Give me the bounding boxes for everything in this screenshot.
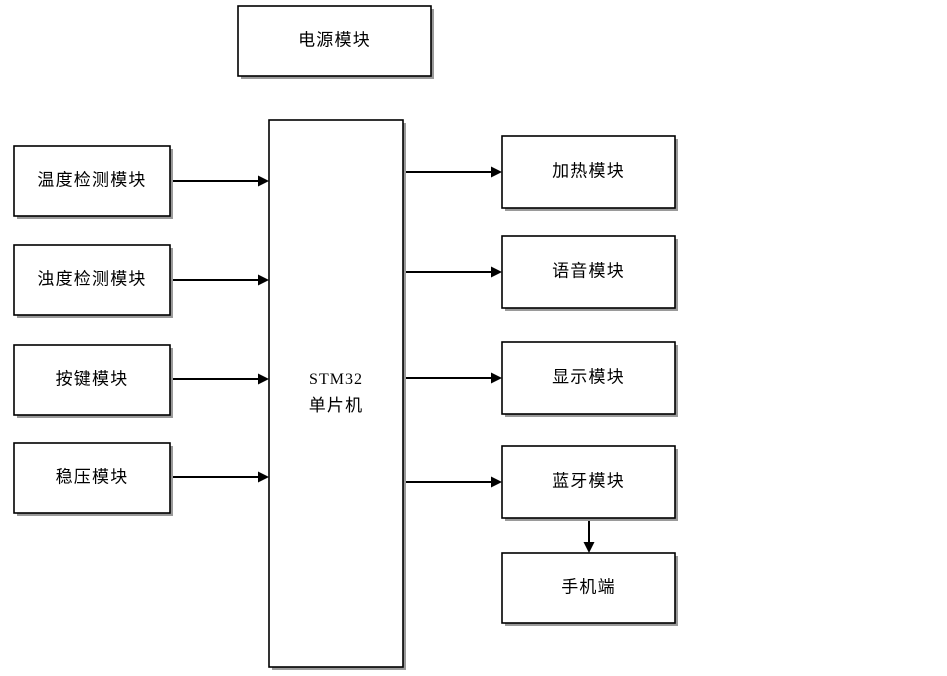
connector-mcu-to-bluetooth bbox=[403, 476, 502, 488]
arrow-head-icon bbox=[491, 372, 502, 384]
arrow-head-icon bbox=[491, 166, 502, 178]
block-voice-module[interactable]: 语音模块 bbox=[501, 235, 678, 311]
block-heating-module[interactable]: 加热模块 bbox=[501, 135, 678, 211]
block-outline[interactable] bbox=[13, 442, 171, 514]
arrow-head-icon bbox=[258, 373, 269, 385]
block-label: 单片机 bbox=[309, 396, 364, 415]
arrow-head-icon bbox=[583, 542, 595, 553]
connector-mcu-to-heating bbox=[403, 166, 502, 178]
block-label: 电源模块 bbox=[298, 30, 371, 49]
block-outline[interactable] bbox=[501, 445, 676, 519]
block-label: 稳压模块 bbox=[56, 467, 129, 486]
block-outline[interactable] bbox=[237, 5, 432, 77]
block-voltage-regulator-module[interactable]: 稳压模块 bbox=[13, 442, 173, 516]
block-label: 温度检测模块 bbox=[37, 170, 146, 189]
block-mobile-phone-terminal[interactable]: 手机端 bbox=[501, 552, 678, 626]
connections-layer bbox=[170, 166, 595, 553]
block-stm32-mcu[interactable]: STM32 单片机 bbox=[268, 119, 406, 670]
block-label: STM32 bbox=[309, 371, 363, 388]
connector-turbidity-to-mcu bbox=[170, 274, 269, 286]
arrow-head-icon bbox=[491, 266, 502, 278]
block-outline[interactable] bbox=[501, 135, 676, 209]
block-turbidity-detection-module[interactable]: 浊度检测模块 bbox=[13, 244, 173, 318]
block-label: 蓝牙模块 bbox=[552, 471, 625, 490]
block-display-module[interactable]: 显示模块 bbox=[501, 341, 678, 417]
block-label: 手机端 bbox=[561, 577, 616, 596]
block-label: 语音模块 bbox=[552, 261, 625, 280]
block-label: 加热模块 bbox=[552, 161, 625, 180]
connector-bluetooth-to-phone bbox=[583, 518, 595, 553]
block-key-module[interactable]: 按键模块 bbox=[13, 344, 173, 418]
block-label: 浊度检测模块 bbox=[37, 269, 146, 288]
block-outline[interactable] bbox=[501, 235, 676, 309]
connector-regulator-to-mcu bbox=[170, 471, 269, 483]
block-outline[interactable] bbox=[13, 145, 171, 217]
arrow-head-icon bbox=[258, 471, 269, 483]
arrow-head-icon bbox=[258, 274, 269, 286]
block-outline[interactable] bbox=[13, 344, 171, 416]
arrow-head-icon bbox=[491, 476, 502, 488]
block-power-module[interactable]: 电源模块 bbox=[237, 5, 434, 79]
connector-mcu-to-voice bbox=[403, 266, 502, 278]
block-outline[interactable] bbox=[13, 244, 171, 316]
arrow-head-icon bbox=[258, 175, 269, 187]
block-outline[interactable] bbox=[501, 552, 676, 624]
block-outline[interactable] bbox=[268, 119, 404, 668]
block-bluetooth-module[interactable]: 蓝牙模块 bbox=[501, 445, 678, 521]
block-label: 显示模块 bbox=[552, 367, 625, 386]
connector-mcu-to-display bbox=[403, 372, 502, 384]
block-temperature-detection-module[interactable]: 温度检测模块 bbox=[13, 145, 173, 219]
block-outline[interactable] bbox=[501, 341, 676, 415]
block-label: 按键模块 bbox=[56, 369, 129, 388]
connector-temp-to-mcu bbox=[170, 175, 269, 187]
connector-key-to-mcu bbox=[170, 373, 269, 385]
